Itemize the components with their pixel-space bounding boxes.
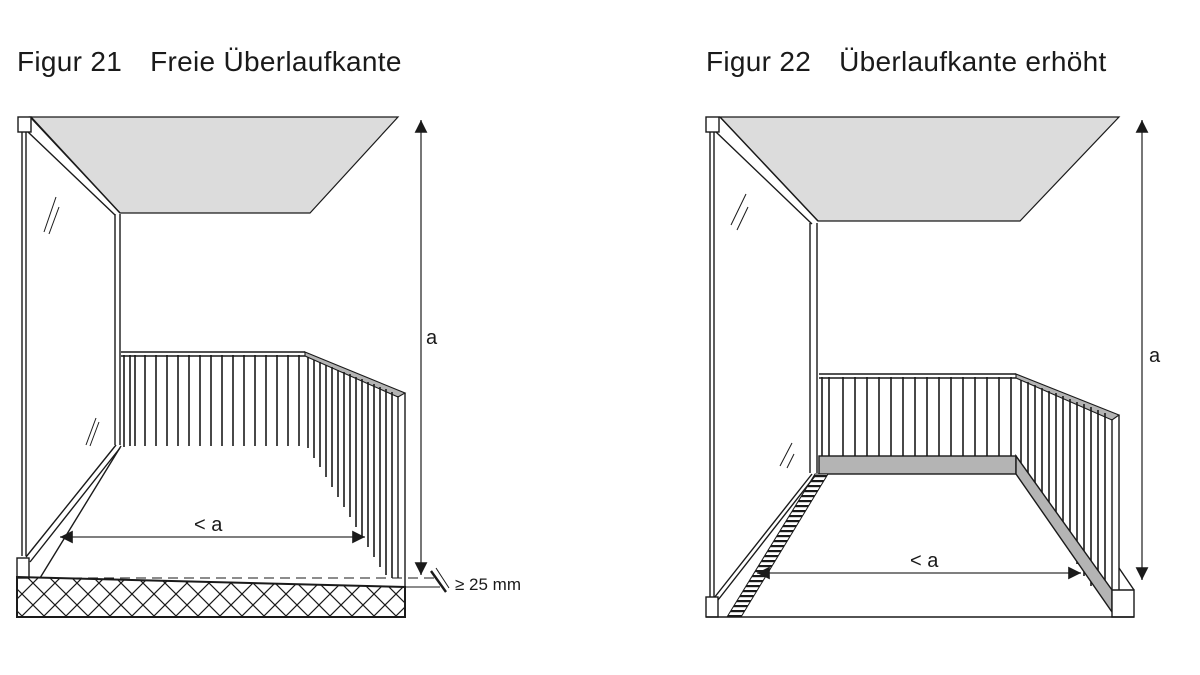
figure-21-step-label: ≥ 25 mm [455,575,521,594]
side-balusters [307,357,393,578]
ceiling-plane [28,116,400,214]
corner-cap [705,116,720,133]
figure-22-height-label: a [1149,345,1161,367]
floor-slab-hatched [16,575,406,618]
figure-21-drawing [16,116,450,618]
figure-21-height-label: a [426,327,438,349]
raised-curb-back [818,455,1017,475]
side-balusters [1020,380,1106,590]
figure-21-number: Figur 21 [17,46,123,77]
glass-reflection-icon [43,196,100,447]
back-balusters [821,377,1012,456]
figure-21-title: Figur 21 Freie Überlaufkante [17,46,402,78]
figure-21-caption: Freie Überlaufkante [150,46,402,77]
figure-22-width-label: < a [910,550,939,572]
corner-cap [17,116,32,133]
drain-grate [726,473,829,618]
figure-22-title: Figur 22 Überlaufkante erhöht [706,46,1107,78]
ceiling-plane [718,116,1121,222]
back-balusters [123,355,300,447]
figure-22-caption: Überlaufkante erhöht [839,46,1107,77]
figure-21-width-label: < a [194,514,223,536]
figure-22-drawing [705,116,1149,618]
glass-reflection-icon [730,193,795,469]
figure-22-number: Figur 22 [706,46,812,77]
